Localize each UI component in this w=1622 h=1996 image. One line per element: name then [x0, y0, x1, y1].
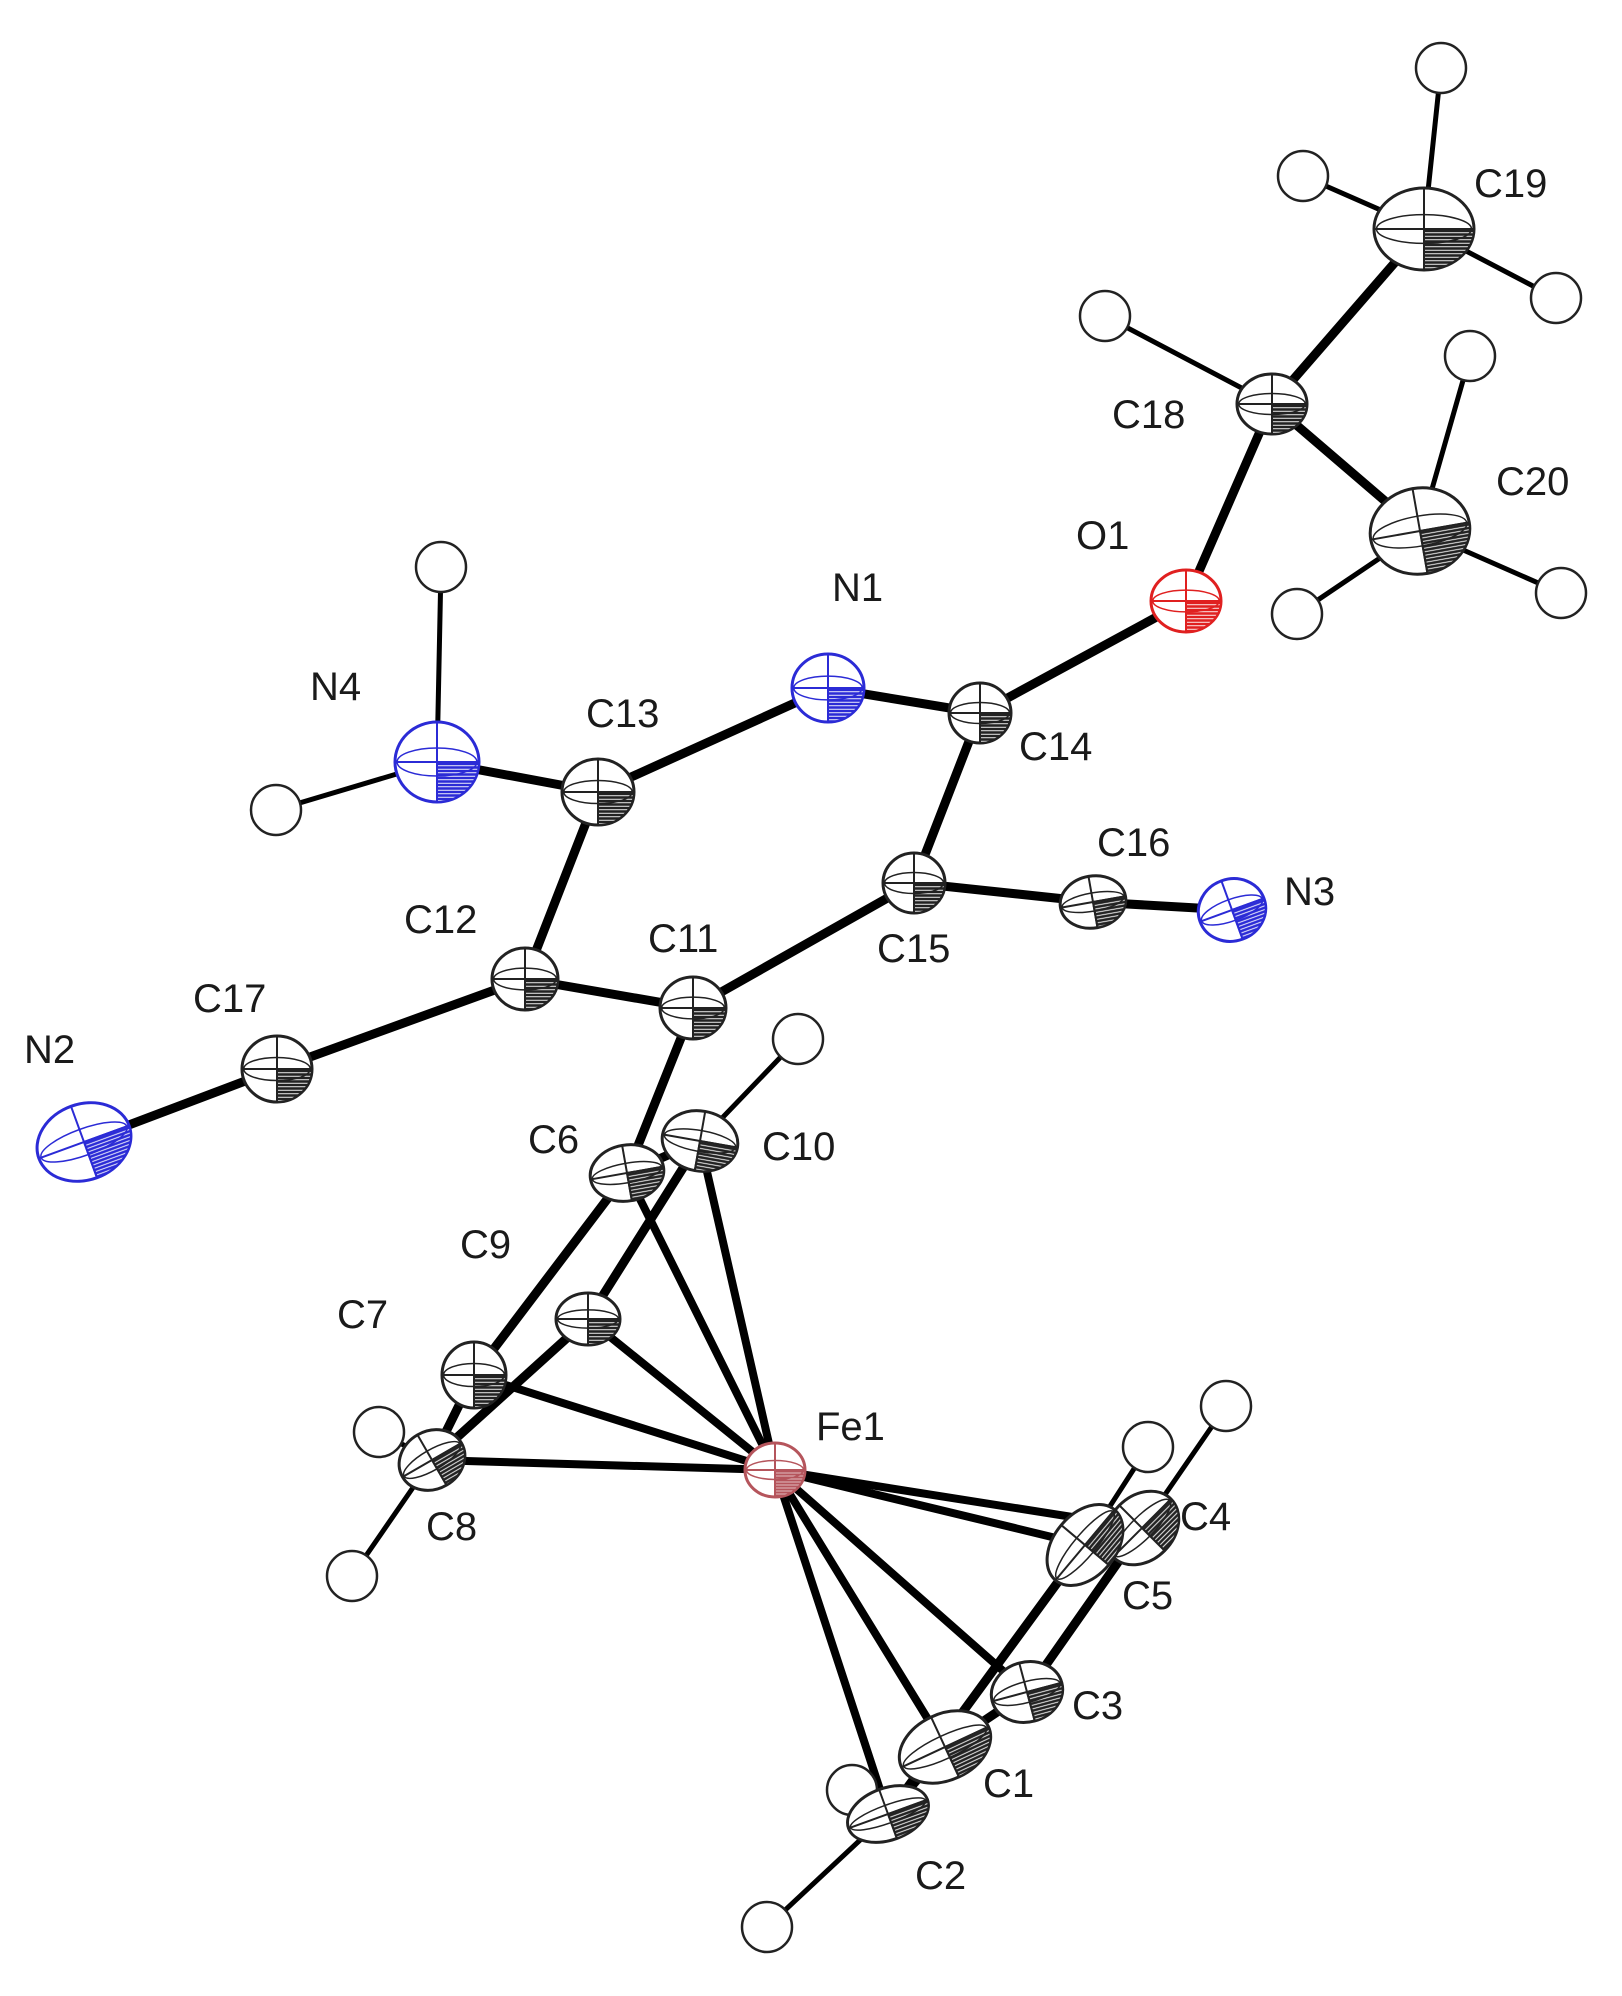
atom-label-c12: C12	[404, 898, 477, 942]
bond-c12-c17	[272, 974, 530, 1074]
atom-label-c9: C9	[460, 1223, 511, 1267]
atom-o1	[1149, 568, 1223, 634]
atom-c1	[897, 1709, 993, 1785]
atom-label-n1: N1	[832, 566, 883, 610]
atom-label-n4: N4	[310, 665, 361, 709]
atom-label-c13: C13	[586, 692, 659, 736]
bond-fe1-c6	[623, 1169, 779, 1474]
bond-fe1-c9	[584, 1315, 779, 1474]
atom-c20	[1368, 486, 1472, 576]
bond-fe1-c10	[696, 1137, 779, 1474]
hydrogen-atom	[1276, 149, 1330, 203]
bond-fe1-c7	[470, 1371, 779, 1474]
hydrogen-atom	[352, 1405, 406, 1459]
bond-c6-c7	[469, 1168, 632, 1380]
atom-c16	[1058, 874, 1128, 930]
bond-fe1-c2	[771, 1466, 892, 1818]
atom-c3	[989, 1660, 1065, 1724]
hydrogen-atom	[325, 1549, 379, 1603]
atom-label-c15: C15	[877, 927, 950, 971]
atom-c10	[660, 1109, 740, 1173]
bond-c13-n1	[593, 683, 833, 797]
atom-n2	[35, 1101, 133, 1183]
atom-label-c16: C16	[1097, 821, 1170, 865]
hydrogen-atom	[414, 540, 468, 594]
bond-fe1-c1	[771, 1466, 949, 1751]
atom-label-n2: N2	[24, 1028, 75, 1072]
atom-label-c1: C1	[983, 1762, 1034, 1806]
atom-label-c20: C20	[1496, 460, 1569, 504]
bond-o1-c18	[1181, 399, 1277, 606]
bond-fe1-c3	[771, 1466, 1031, 1696]
atom-n1	[790, 652, 866, 724]
atom-label-c3: C3	[1072, 1684, 1123, 1728]
hydrogen-atom	[1534, 566, 1588, 620]
atom-c7	[440, 1340, 508, 1410]
atom-c18	[1235, 372, 1309, 436]
atom-label-c19: C19	[1474, 162, 1547, 206]
atom-c15	[881, 851, 947, 915]
atom-label-c11: C11	[648, 917, 718, 961]
hydrogen-atom	[740, 1900, 794, 1954]
bond-fe1-c5	[771, 1466, 1089, 1549]
atom-n4	[393, 720, 481, 804]
atom-c14	[947, 681, 1013, 745]
atom-label-c7: C7	[337, 1293, 388, 1337]
atom-label-fe1: Fe1	[816, 1405, 885, 1449]
atom-label-c2: C2	[915, 1854, 966, 1898]
atom-c12	[490, 946, 560, 1012]
bond-c9-c10	[583, 1136, 705, 1324]
atom-label-n3: N3	[1284, 870, 1335, 914]
hydrogen-atom	[249, 783, 303, 837]
hydrogen-atom	[1078, 289, 1132, 343]
atom-label-c8: C8	[426, 1505, 477, 1549]
atom-c19	[1372, 186, 1476, 272]
atom-label-c6: C6	[528, 1118, 579, 1162]
atom-c8	[397, 1428, 467, 1492]
atom-c17	[240, 1034, 314, 1104]
atom-c13	[560, 757, 636, 827]
atom-c2	[846, 1784, 930, 1844]
bond-c14-o1	[975, 596, 1191, 718]
atom-c6	[588, 1143, 666, 1203]
hydrogen-atom	[1529, 271, 1583, 325]
atom-label-c10: C10	[762, 1125, 835, 1169]
atom-c11	[658, 975, 728, 1041]
atom-label-c14: C14	[1019, 725, 1092, 769]
hydrogen-atom	[1199, 1379, 1253, 1433]
atom-c4	[1103, 1489, 1181, 1567]
hydrogen-atom	[1414, 41, 1468, 95]
hydrogen-atom	[1270, 587, 1324, 641]
atom-c9	[554, 1291, 622, 1347]
atom-label-o1: O1	[1076, 514, 1129, 558]
hydrogen-atom	[1443, 329, 1497, 383]
atom-label-c17: C17	[193, 977, 266, 1021]
atom-fe1	[743, 1441, 807, 1499]
atom-label-c4: C4	[1180, 1495, 1231, 1539]
hydrogen-atom	[1121, 1420, 1175, 1474]
hydrogen-atom	[771, 1012, 825, 1066]
atom-n3	[1196, 877, 1268, 943]
atom-c5	[1045, 1503, 1125, 1587]
atom-label-c18: C18	[1112, 393, 1185, 437]
bond-c15-c11	[688, 878, 919, 1013]
atom-label-c5: C5	[1122, 1574, 1173, 1618]
bond-fe1-c8	[428, 1456, 779, 1474]
